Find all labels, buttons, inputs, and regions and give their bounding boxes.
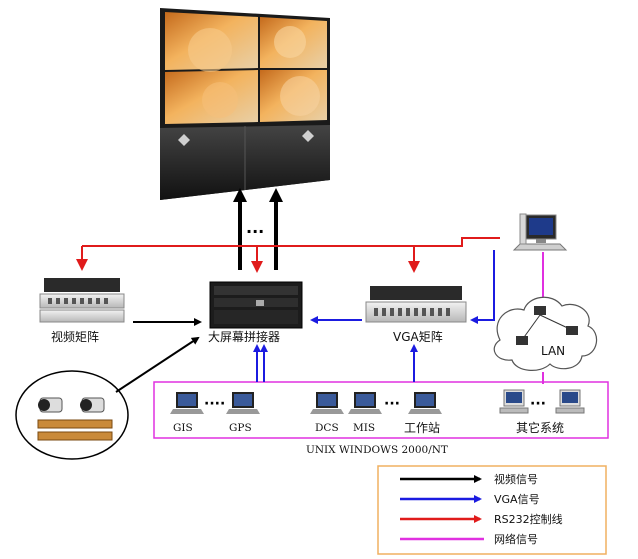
ellipsis-gis-gps: ···· xyxy=(204,396,225,412)
splicer-label: 大屏幕拼接器 xyxy=(208,329,280,344)
laptop-gps xyxy=(226,392,260,414)
legend: 视频信号 VGA信号 RS232控制线 网络信号 xyxy=(377,465,607,555)
video-wall xyxy=(160,8,330,200)
laptop-workstation xyxy=(408,392,442,414)
lan-cloud xyxy=(493,296,598,371)
ellipsis-arrows: ··· xyxy=(246,222,264,241)
ellipsis-mis-ws: ··· xyxy=(384,396,400,412)
control-pc xyxy=(512,213,568,251)
splicer-device xyxy=(209,281,303,329)
dcs-label: DCS xyxy=(315,422,339,434)
laptop-gis xyxy=(170,392,204,414)
mis-label: MIS xyxy=(353,422,375,434)
laptop-mis xyxy=(348,392,382,414)
os-caption: UNIX WINDOWS 2000/NT xyxy=(306,444,448,456)
gps-label: GPS xyxy=(229,422,252,434)
video-matrix-device xyxy=(39,278,125,323)
pc-to-vga-arrow xyxy=(470,250,495,324)
camera-group xyxy=(15,370,129,460)
pc-other-2 xyxy=(555,389,585,414)
laptop-dcs xyxy=(310,392,344,414)
video-matrix-label: 视频矩阵 xyxy=(51,329,99,344)
lan-label: LAN xyxy=(541,344,565,358)
legend-vga-label: VGA信号 xyxy=(494,493,540,506)
camera-to-splicer-arrow xyxy=(115,336,200,393)
rs232-bus xyxy=(76,237,500,273)
legend-rs232-label: RS232控制线 xyxy=(494,512,563,526)
other-systems-label: 其它系统 xyxy=(516,420,564,435)
workstation-box xyxy=(153,381,609,439)
legend-video-label: 视频信号 xyxy=(494,472,538,486)
pc-other-1 xyxy=(499,389,529,414)
ellipsis-other: ··· xyxy=(530,396,546,412)
legend-network-label: 网络信号 xyxy=(494,532,538,546)
vga-matrix-device xyxy=(365,286,467,323)
vga-matrix-label: VGA矩阵 xyxy=(393,330,443,344)
gis-label: GIS xyxy=(173,422,193,434)
workstation-label: 工作站 xyxy=(404,421,440,435)
